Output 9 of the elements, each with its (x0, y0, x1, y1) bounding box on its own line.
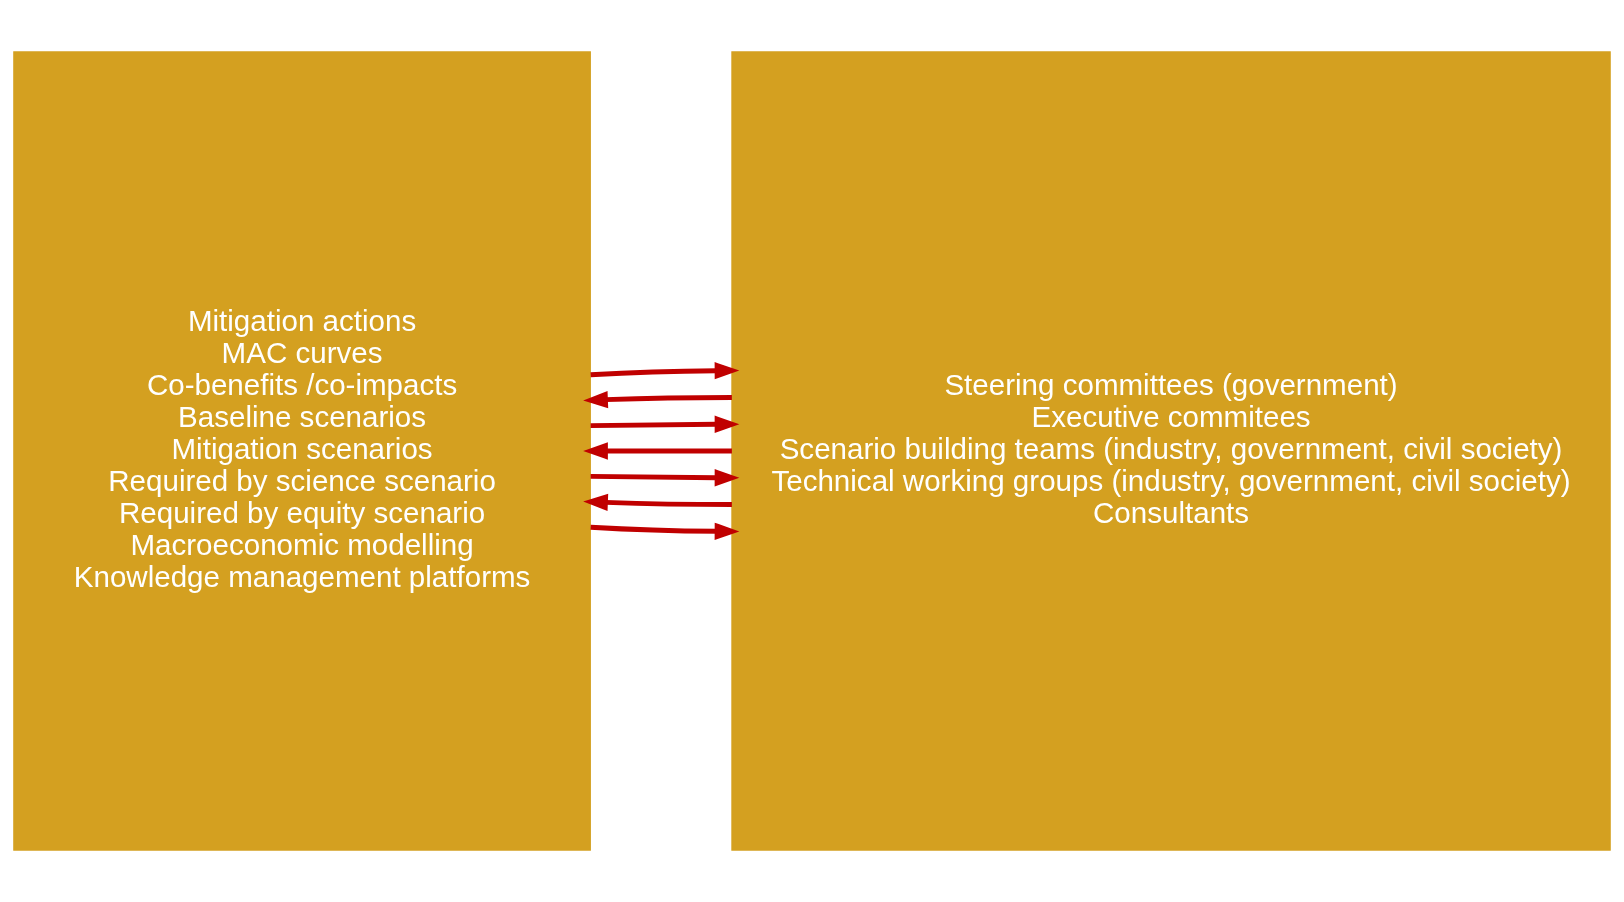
arrow (583, 390, 732, 409)
arrow (583, 493, 732, 512)
arrow (590, 469, 740, 487)
arrow (590, 362, 740, 380)
arrow (583, 442, 732, 460)
node-box: Mitigation actions MAC curves Co-benefits /co-impacts Baseline scenarios Mitigation scenarios Required by science scenario Required by equity scenario Macroeconomic modelling Knowledge management platforms (13, 51, 591, 851)
node-box: Steering committees (government) Executive commitees Scenario building teams (industry, government, civil society) Technical working groups (industry, government, civil society) Consultants (731, 51, 1611, 851)
arrow (590, 522, 740, 540)
arrow (590, 415, 740, 433)
